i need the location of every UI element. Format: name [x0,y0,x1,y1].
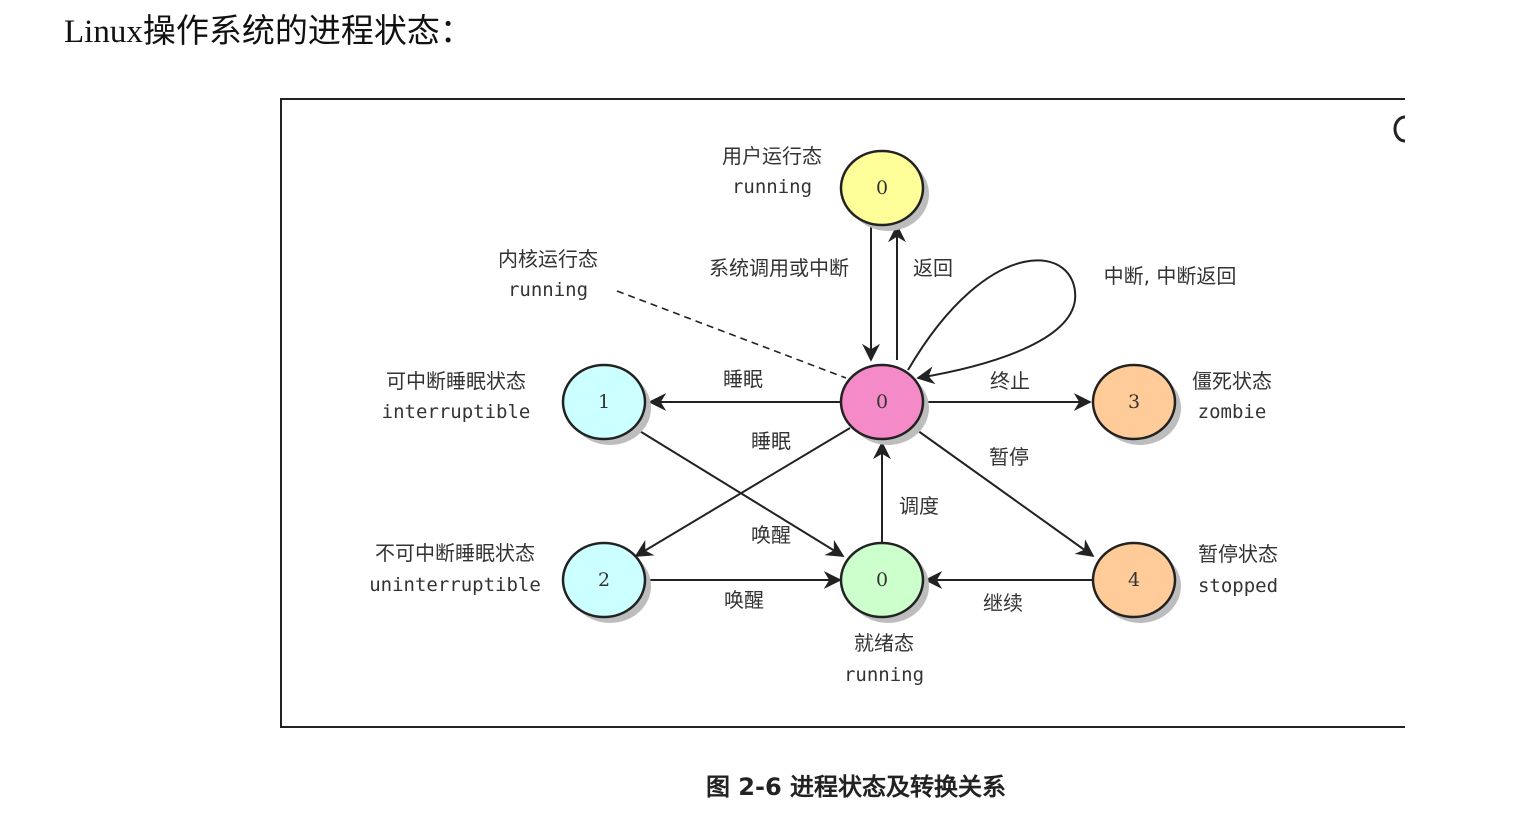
edge-pause [913,427,1095,558]
diagram-frame [280,98,1405,728]
label-zombie-cn: 僵死状态 [1192,369,1272,393]
node-circle [839,363,925,441]
label-ready-cn: 就绪态 [854,631,914,655]
transition-edges [634,224,1095,589]
node-number: 4 [1128,569,1140,591]
node-circle [839,541,925,619]
label-syscall: 系统调用或中断 [709,256,849,280]
label-sleep-interruptible: 睡眠 [723,367,763,391]
node-circle [561,541,647,619]
node-number: 0 [876,177,888,199]
page-heading: Linux操作系统的进程状态： [64,14,473,50]
label-stopped-en: stopped [1198,575,1278,597]
label-zombie-en: zombie [1198,401,1267,423]
node-number: 1 [598,391,610,413]
label-user-running-en: running [732,176,812,198]
node-number: 0 [876,391,888,413]
label-wakeup-uninterruptible: 唤醒 [724,588,764,612]
label-interruptible-cn: 可中断睡眠状态 [386,369,526,393]
state-node-kernel-running: 0 [839,363,929,445]
figure-caption: 图 2-6 进程状态及转换关系 [706,773,1006,801]
label-pause: 暂停 [989,445,1029,469]
node-circle [1091,363,1177,441]
label-ready-en: running [844,664,924,686]
edge-wakeup-interruptible [637,429,845,557]
label-stopped-cn: 暂停状态 [1198,542,1278,566]
label-schedule: 调度 [899,494,939,518]
state-node-stopped: 4 [1091,541,1181,623]
edge-sleep-uninterruptible [634,427,851,557]
frame-corner-mark [1393,115,1406,143]
label-return: 返回 [913,256,953,280]
label-continue: 继续 [983,591,1023,615]
label-wakeup-interruptible: 唤醒 [751,523,791,547]
node-circle [1091,541,1177,619]
state-node-zombie: 3 [1091,363,1181,445]
state-node-ready: 0 [839,541,929,623]
label-terminate: 终止 [990,369,1030,393]
state-node-interruptible: 1 [561,363,651,445]
label-user-running-cn: 用户运行态 [722,144,822,168]
edge-interrupt-loop [907,259,1077,385]
node-number: 0 [876,569,888,591]
node-number: 3 [1128,391,1140,413]
label-uninterruptible-en: uninterruptible [369,574,541,596]
label-sleep-uninterruptible: 睡眠 [751,429,791,453]
state-node-uninterruptible: 2 [561,541,651,623]
node-circle [839,149,925,227]
state-node-user-running: 0 [839,149,929,231]
label-uninterruptible-cn: 不可中断睡眠状态 [375,541,535,565]
label-kernel-running-en: running [508,279,588,301]
label-kernel-running-cn: 内核运行态 [498,247,598,271]
label-interruptible-en: interruptible [382,401,531,423]
node-circle [561,363,647,441]
node-number: 2 [598,569,610,591]
label-interrupt-loop: 中断, 中断返回 [1104,264,1237,288]
kernel-running-pointer [616,290,847,379]
